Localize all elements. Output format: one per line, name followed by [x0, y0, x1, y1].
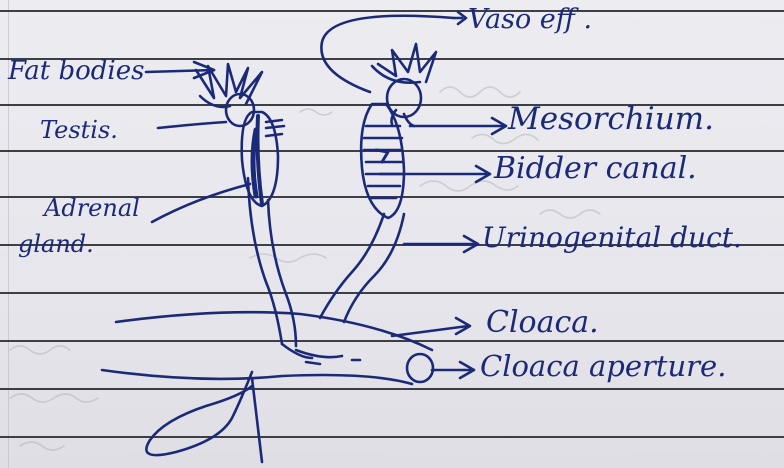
label-mesorchium: Mesorchium. [508, 104, 714, 135]
label-cloaca-aperture: Cloaca aperture. [480, 352, 726, 381]
label-bidder-canal: Bidder canal. [494, 154, 697, 184]
pointer-lines [146, 12, 506, 378]
label-adrenal-gland: gland. [18, 232, 94, 256]
right-fat-body [372, 44, 436, 83]
cloaca-aperture-ellipse [407, 354, 433, 382]
right-bidder-canal [376, 150, 388, 162]
label-adrenal: Adrenal [44, 196, 140, 220]
right-urinogenital-duct [320, 214, 404, 322]
label-cloaca: Cloaca. [486, 308, 599, 338]
cloaca [102, 312, 432, 384]
label-vaso-eff: Vaso eff . [468, 6, 592, 33]
label-urinogenital-duct: Urinogenital duct. [482, 224, 742, 252]
label-fat-bodies: Fat bodies [8, 58, 144, 84]
left-adrenal-gland [253, 130, 256, 196]
label-testis: Testis. [40, 118, 118, 142]
lower-loop-edge [252, 378, 262, 462]
lower-loop [146, 372, 252, 455]
